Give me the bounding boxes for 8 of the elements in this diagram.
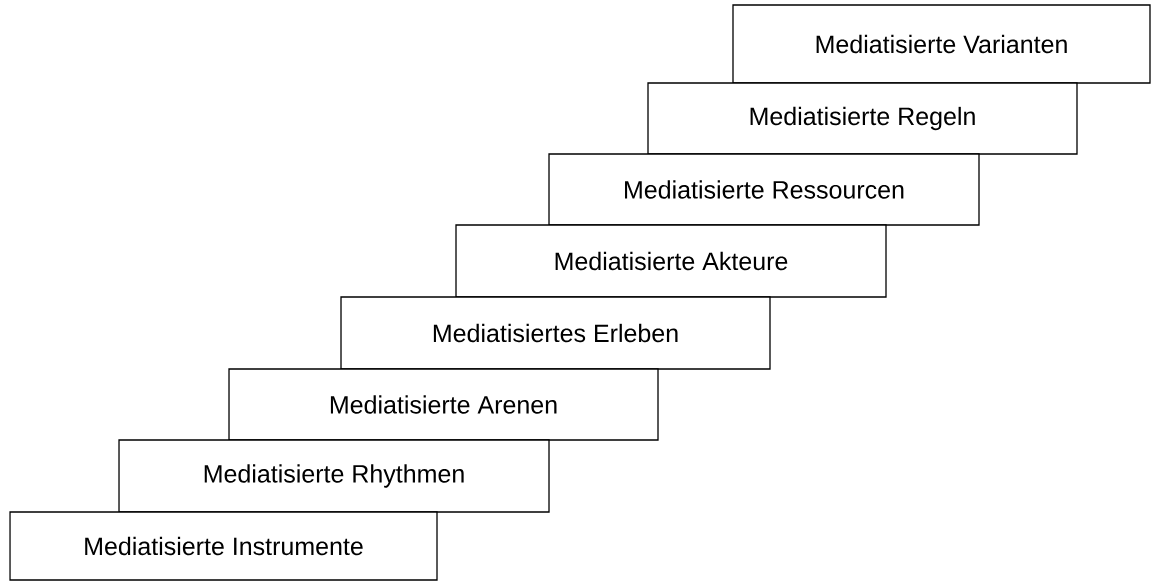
step-box: Mediatisierte Akteure xyxy=(455,224,887,298)
step-box: Mediatisierte Instrumente xyxy=(9,511,438,581)
step-box: Mediatisierte Ressourcen xyxy=(548,153,980,226)
step-box: Mediatisierte Rhythmen xyxy=(118,439,550,513)
step-box: Mediatisierte Arenen xyxy=(228,368,659,441)
step-box: Mediatisiertes Erleben xyxy=(340,296,771,370)
step-box: Mediatisierte Varianten xyxy=(732,4,1151,84)
step-box: Mediatisierte Regeln xyxy=(647,82,1078,155)
